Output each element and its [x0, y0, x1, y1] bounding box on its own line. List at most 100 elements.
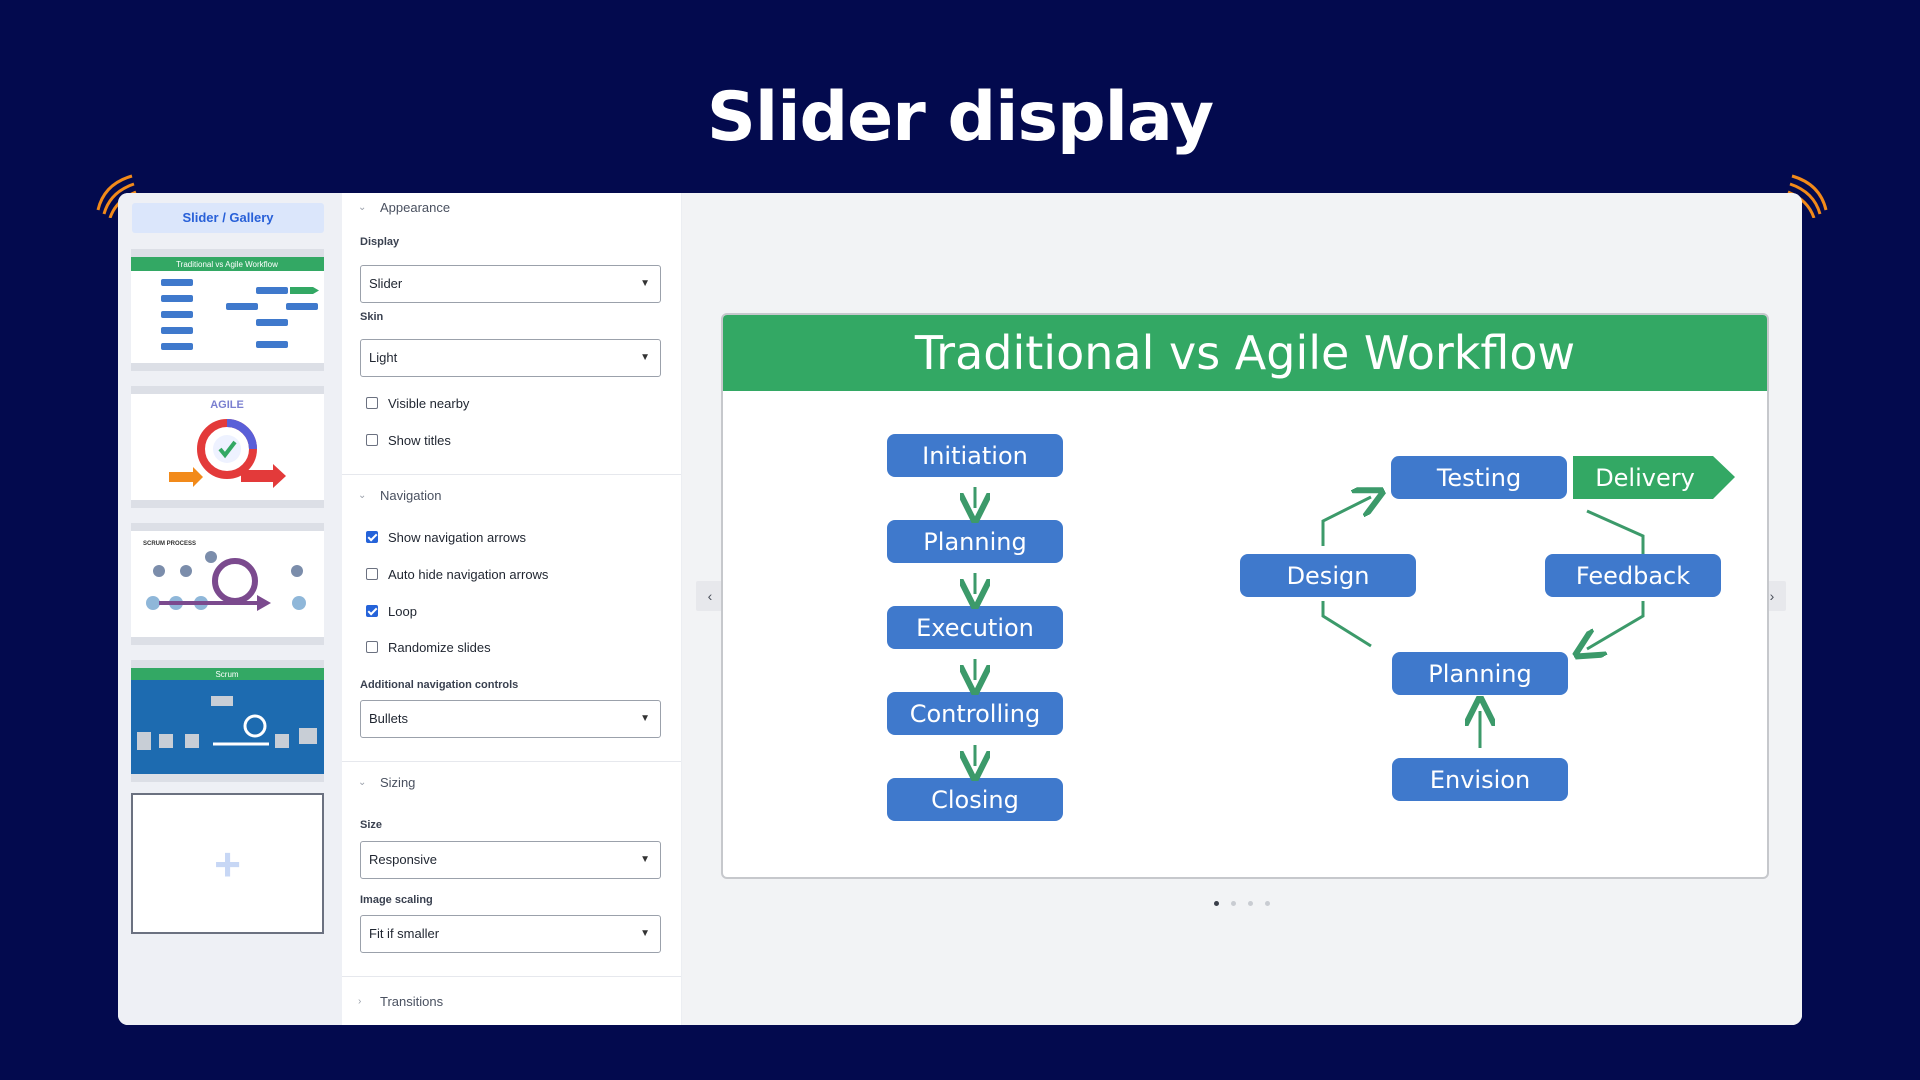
step-label: Envision — [1430, 766, 1530, 794]
step-label: Planning — [1428, 660, 1531, 688]
visible-nearby-checkbox[interactable]: Visible nearby — [366, 395, 469, 411]
agile-testing — [1391, 456, 1567, 499]
auto-hide-arrows-checkbox[interactable]: Auto hide navigation arrows — [366, 566, 548, 582]
chevron-down-icon: ⌄ — [358, 489, 367, 501]
checkbox-icon — [366, 434, 378, 446]
section-appearance[interactable]: ⌄ Appearance — [358, 197, 450, 217]
step-label: Design — [1287, 562, 1370, 590]
section-title: Sizing — [380, 774, 416, 790]
section-divider — [342, 474, 681, 475]
thumbnail-scrum[interactable]: Scrum — [131, 660, 324, 782]
size-label: Size — [360, 819, 383, 831]
checkbox-icon — [366, 568, 378, 580]
step-planning — [887, 520, 1063, 563]
checkbox-label: Show titles — [388, 432, 451, 448]
additional-controls-value: Bullets — [369, 711, 409, 726]
current-slide: Traditional vs Agile Workflow Initiation… — [721, 313, 1769, 879]
section-navigation[interactable]: ⌄ Navigation — [358, 485, 441, 505]
step-label: Controlling — [910, 700, 1041, 728]
chevron-down-icon: ⌄ — [358, 201, 367, 213]
chevron-down-icon: ▼ — [640, 928, 650, 939]
skin-select[interactable]: Light ▼ — [360, 339, 661, 377]
randomize-checkbox[interactable]: Randomize slides — [366, 639, 491, 655]
skin-label: Skin — [360, 311, 384, 323]
section-divider — [342, 976, 681, 977]
page-title: Slider display — [706, 78, 1214, 157]
image-scaling-value: Fit if smaller — [369, 926, 440, 941]
thumbnail-caption: AGILE — [210, 399, 244, 411]
checkbox-checked-icon — [366, 605, 378, 617]
flow-arrow — [1321, 601, 1372, 648]
step-initiation — [887, 434, 1063, 477]
display-label: Display — [360, 236, 400, 248]
flow-arrow — [1587, 601, 1645, 649]
section-title: Navigation — [380, 487, 442, 503]
thumbnail-caption: Scrum — [215, 670, 238, 679]
section-sizing[interactable]: ⌄ Sizing — [358, 772, 415, 792]
checkbox-icon — [366, 397, 378, 409]
section-divider — [342, 761, 681, 762]
add-slide-button[interactable]: + — [131, 793, 324, 934]
bullet-dot[interactable] — [1248, 901, 1253, 906]
plus-icon: + — [214, 837, 241, 890]
additional-controls-select[interactable]: Bullets ▼ — [360, 700, 661, 738]
thumbnail-scrum-process[interactable]: SCRUM PROCESS — [131, 523, 324, 645]
show-arrows-checkbox[interactable]: Show navigation arrows — [366, 529, 526, 545]
app-window: Slider / Gallery Traditional vs Agile Wo… — [118, 193, 1802, 1025]
show-titles-checkbox[interactable]: Show titles — [366, 432, 451, 448]
image-scaling-label: Image scaling — [360, 894, 433, 906]
step-execution — [887, 606, 1063, 649]
agile-design — [1240, 554, 1416, 597]
bullet-dot[interactable] — [1265, 901, 1270, 906]
additional-controls-label: Additional navigation controls — [360, 679, 519, 691]
step-label: Closing — [931, 786, 1019, 814]
checkbox-label: Randomize slides — [388, 639, 491, 655]
size-select[interactable]: Responsive ▼ — [360, 841, 661, 879]
chevron-down-icon: ▼ — [640, 352, 650, 363]
chevron-down-icon: ▼ — [640, 278, 650, 289]
chevron-right-icon: › — [358, 995, 362, 1007]
step-label: Initiation — [922, 442, 1028, 470]
workflow-diagram: Initiation Planning Execution Controllin… — [887, 434, 1735, 821]
step-controlling — [887, 692, 1063, 735]
slide-title: Traditional vs Agile Workflow — [723, 315, 1767, 391]
step-closing — [887, 778, 1063, 821]
checkbox-label: Loop — [388, 603, 417, 619]
step-label: Feedback — [1576, 562, 1690, 590]
agile-feedback — [1545, 554, 1721, 597]
skin-value: Light — [369, 350, 398, 365]
thumbnail-agile[interactable]: AGILE — [131, 386, 324, 508]
settings-panel: ⌄ Appearance Display Slider ▼ Skin Light… — [342, 193, 682, 1025]
display-select[interactable]: Slider ▼ — [360, 265, 661, 303]
step-label: Delivery — [1595, 464, 1695, 492]
section-transitions[interactable]: › Transitions — [358, 991, 443, 1011]
checkbox-label: Show navigation arrows — [388, 529, 527, 545]
thumbnail-traditional-agile[interactable]: Traditional vs Agile Workflow — [131, 249, 324, 371]
chevron-down-icon: ⌄ — [358, 776, 367, 788]
thumbnail-caption: Traditional vs Agile Workflow — [176, 260, 278, 269]
step-label: Testing — [1436, 464, 1521, 492]
image-scaling-select[interactable]: Fit if smaller ▼ — [360, 915, 661, 953]
flow-arrow — [1586, 509, 1645, 554]
loop-checkbox[interactable]: Loop — [366, 603, 417, 619]
bullet-dot[interactable] — [1231, 901, 1236, 906]
section-title: Appearance — [380, 199, 451, 215]
slide-bullets — [682, 893, 1802, 911]
prev-slide-arrow[interactable]: ‹ — [696, 581, 724, 611]
bullet-dot[interactable] — [1214, 901, 1219, 906]
size-value: Responsive — [369, 852, 437, 867]
tab-slider-gallery[interactable]: Slider / Gallery — [132, 203, 324, 233]
display-value: Slider — [369, 276, 403, 291]
agile-envision — [1392, 758, 1568, 801]
slider-preview: ‹ › Traditional vs Agile Workflow Initia… — [682, 193, 1802, 1025]
checkbox-icon — [366, 641, 378, 653]
step-label: Execution — [916, 614, 1034, 642]
chevron-down-icon: ▼ — [640, 854, 650, 865]
checkbox-checked-icon — [366, 531, 378, 543]
flow-arrow — [1321, 497, 1371, 546]
step-label: Planning — [923, 528, 1026, 556]
checkbox-label: Visible nearby — [388, 395, 470, 411]
checkbox-label: Auto hide navigation arrows — [388, 566, 549, 582]
agile-planning — [1392, 652, 1568, 695]
slide-thumbnails: Slider / Gallery Traditional vs Agile Wo… — [118, 193, 342, 1025]
